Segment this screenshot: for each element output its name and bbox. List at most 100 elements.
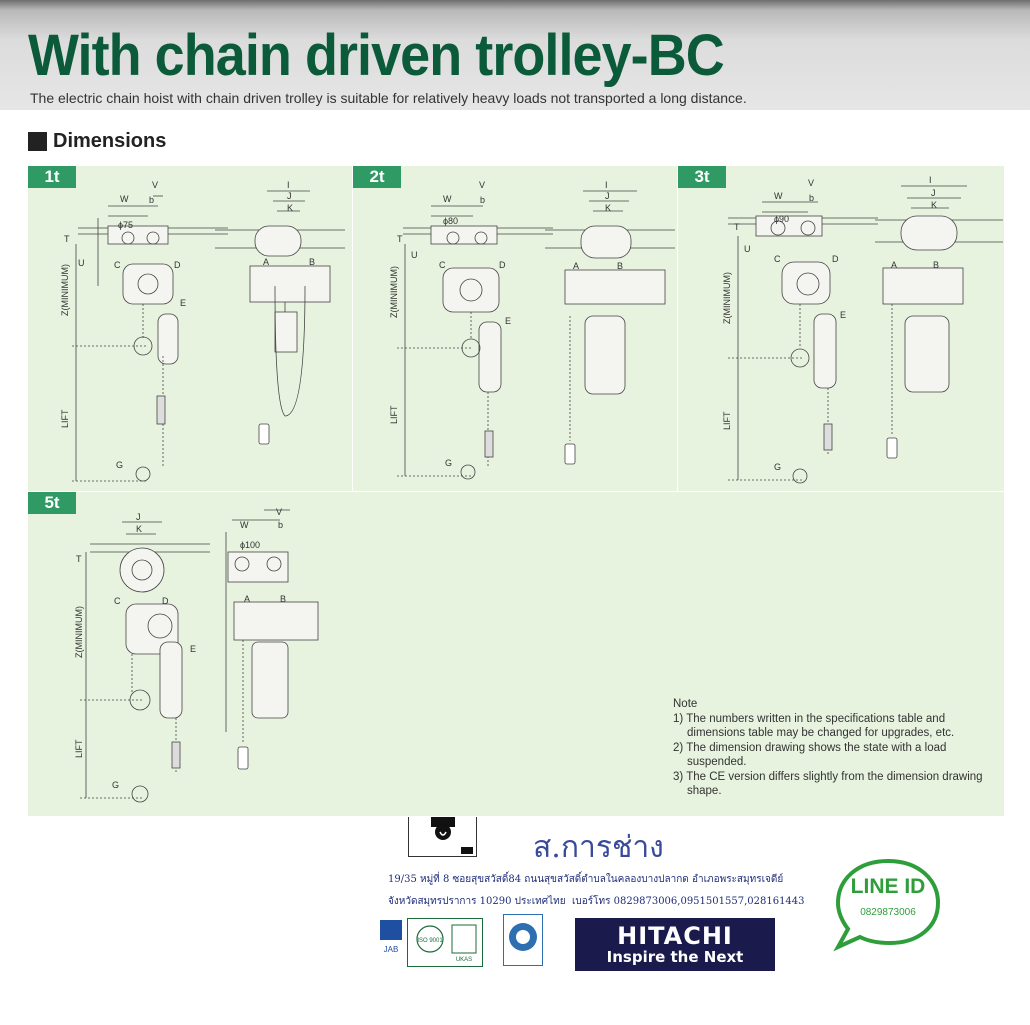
dim-label-c: C [114,596,121,606]
dim-label-j: J [605,191,610,201]
jab-logo: JAB [378,918,404,960]
note-item: 1) The numbers written in the specificat… [673,712,955,740]
line-id-label: LINE ID [850,875,926,898]
side-view-drawing-5t: W V b ϕ100 A B [225,507,319,770]
dim-label-b-front: B [933,260,939,270]
dim-label-d: D [174,260,181,270]
dim-label-z: Z(MINIMUM) [389,266,399,318]
wheel-dia-label: ϕ75 [118,220,133,230]
note-item: 3) The CE version differs slightly from … [673,770,983,798]
dim-label-b-front: B [280,594,286,604]
side-view-drawing-2t: W V b ϕ80 T U C D E G Z(MINIMUM) LIFT [389,180,553,480]
dim-label-k: K [605,203,611,213]
dim-label-e: E [840,310,846,320]
front-view-drawing-5t: J K T C D E G Z(MINIMUM) LIFT [74,512,210,803]
front-view-drawing-1t: I J K A B [215,180,345,445]
page-subtitle: The electric chain hoist with chain driv… [30,90,747,106]
dim-label-c: C [114,260,121,270]
dim-label-v: V [152,180,158,190]
line-id-badge[interactable]: LINE ID 0829873006 [832,855,944,955]
dim-label-u: U [78,258,85,268]
page-header: With chain driven trolley-BC The electri… [0,0,1030,110]
dim-label-b: b [149,195,154,205]
dim-label-w: W [774,191,783,201]
dim-label-d: D [499,260,506,270]
address-line-1: 19/35 หมู่ที่ 8 ซอยสุขสวัสดิ์84 ถนนสุขสว… [388,874,784,885]
dim-label-c: C [439,260,446,270]
dim-label-v: V [479,180,485,190]
dim-label-z: Z(MINIMUM) [74,606,84,658]
wheel-dia-label: ϕ90 [774,214,789,224]
page-title: With chain driven trolley-BC [28,23,725,88]
note-heading: Note [673,698,698,710]
dim-label-v: V [276,507,282,517]
iso-cert-logo: ISO 9001 UKAS [407,918,483,967]
note-item: 2) The dimension drawing shows the state… [673,741,947,769]
panel-5t [28,492,1004,816]
phone-numbers: เบอร์โทร 0829873006,0951501557,028161443 [572,896,805,907]
wheel-dia-label: ϕ100 [240,540,260,550]
dim-label-e: E [190,644,196,654]
dim-label-i: I [929,175,932,185]
panel-1t [28,166,352,491]
dim-label-lift: LIFT [60,409,70,428]
quality-system-logo [503,914,543,966]
dim-label-k: K [287,203,293,213]
dim-label-b-front: B [309,257,315,267]
section-heading: Dimensions [28,130,166,152]
hitachi-brand: HITACHI [617,922,733,950]
hitachi-slogan: Inspire the Next [606,948,744,966]
capacity-tag-3t: 3t [678,166,726,188]
jab-text: JAB [384,945,399,954]
dim-label-e: E [505,316,511,326]
dim-label-j: J [931,188,936,198]
hoist-logo-icon [408,817,477,857]
front-view-drawing-2t: I J K A B [545,180,675,465]
dim-label-w: W [120,194,129,204]
line-id-number: 0829873006 [860,907,916,918]
dim-label-t: T [397,234,403,244]
dim-label-a: A [573,261,579,271]
dim-label-k: K [931,200,937,210]
front-view-drawing-3t: I J K A B [875,175,1003,459]
dim-label-a: A [244,594,250,604]
dim-label-g: G [445,458,452,468]
dim-label-w: W [240,520,249,530]
dim-label-d: D [832,254,839,264]
side-view-drawing-3t: W V b ϕ90 T U C D E G Z(MINIMUM) LIFT [722,178,878,484]
iso-text: ISO 9001 [417,938,443,944]
capacity-tag-2t: 2t [353,166,401,188]
dim-label-w: W [443,194,452,204]
dim-label-b: b [809,193,814,203]
dim-label-a: A [891,260,897,270]
dim-label-c: C [774,254,781,264]
wheel-dia-label: ϕ80 [443,216,458,226]
dim-label-j: J [136,512,141,522]
square-bullet-icon [28,131,47,151]
capacity-tag-1t: 1t [28,166,76,188]
section-title: Dimensions [53,129,167,152]
hitachi-logo: HITACHI Inspire the Next [575,918,775,971]
dim-label-g: G [774,462,781,472]
dim-label-b-front: B [617,261,623,271]
dim-label-g: G [112,780,119,790]
dim-label-k: K [136,524,142,534]
dim-label-e: E [180,298,186,308]
dim-label-j: J [287,191,292,201]
ukas-text: UKAS [456,957,472,963]
dim-label-a: A [263,257,269,267]
company-name: ส.การช่าง [533,830,664,865]
dim-label-lift: LIFT [722,411,732,430]
dim-label-v: V [808,178,814,188]
dim-label-i: I [605,180,608,190]
dim-label-b: b [480,195,485,205]
dim-label-t: T [76,554,82,564]
dim-label-d: D [162,596,169,606]
dim-label-z: Z(MINIMUM) [60,264,70,316]
dim-label-z: Z(MINIMUM) [722,272,732,324]
dim-label-u: U [744,244,751,254]
capacity-tag-5t: 5t [28,492,76,514]
side-view-drawing-1t: W V b ϕ75 T U C D E G Z(MINIMUM) LIFT [60,180,228,482]
note-block: Note 1) The numbers written in the speci… [673,697,998,799]
dim-label-g: G [116,460,123,470]
